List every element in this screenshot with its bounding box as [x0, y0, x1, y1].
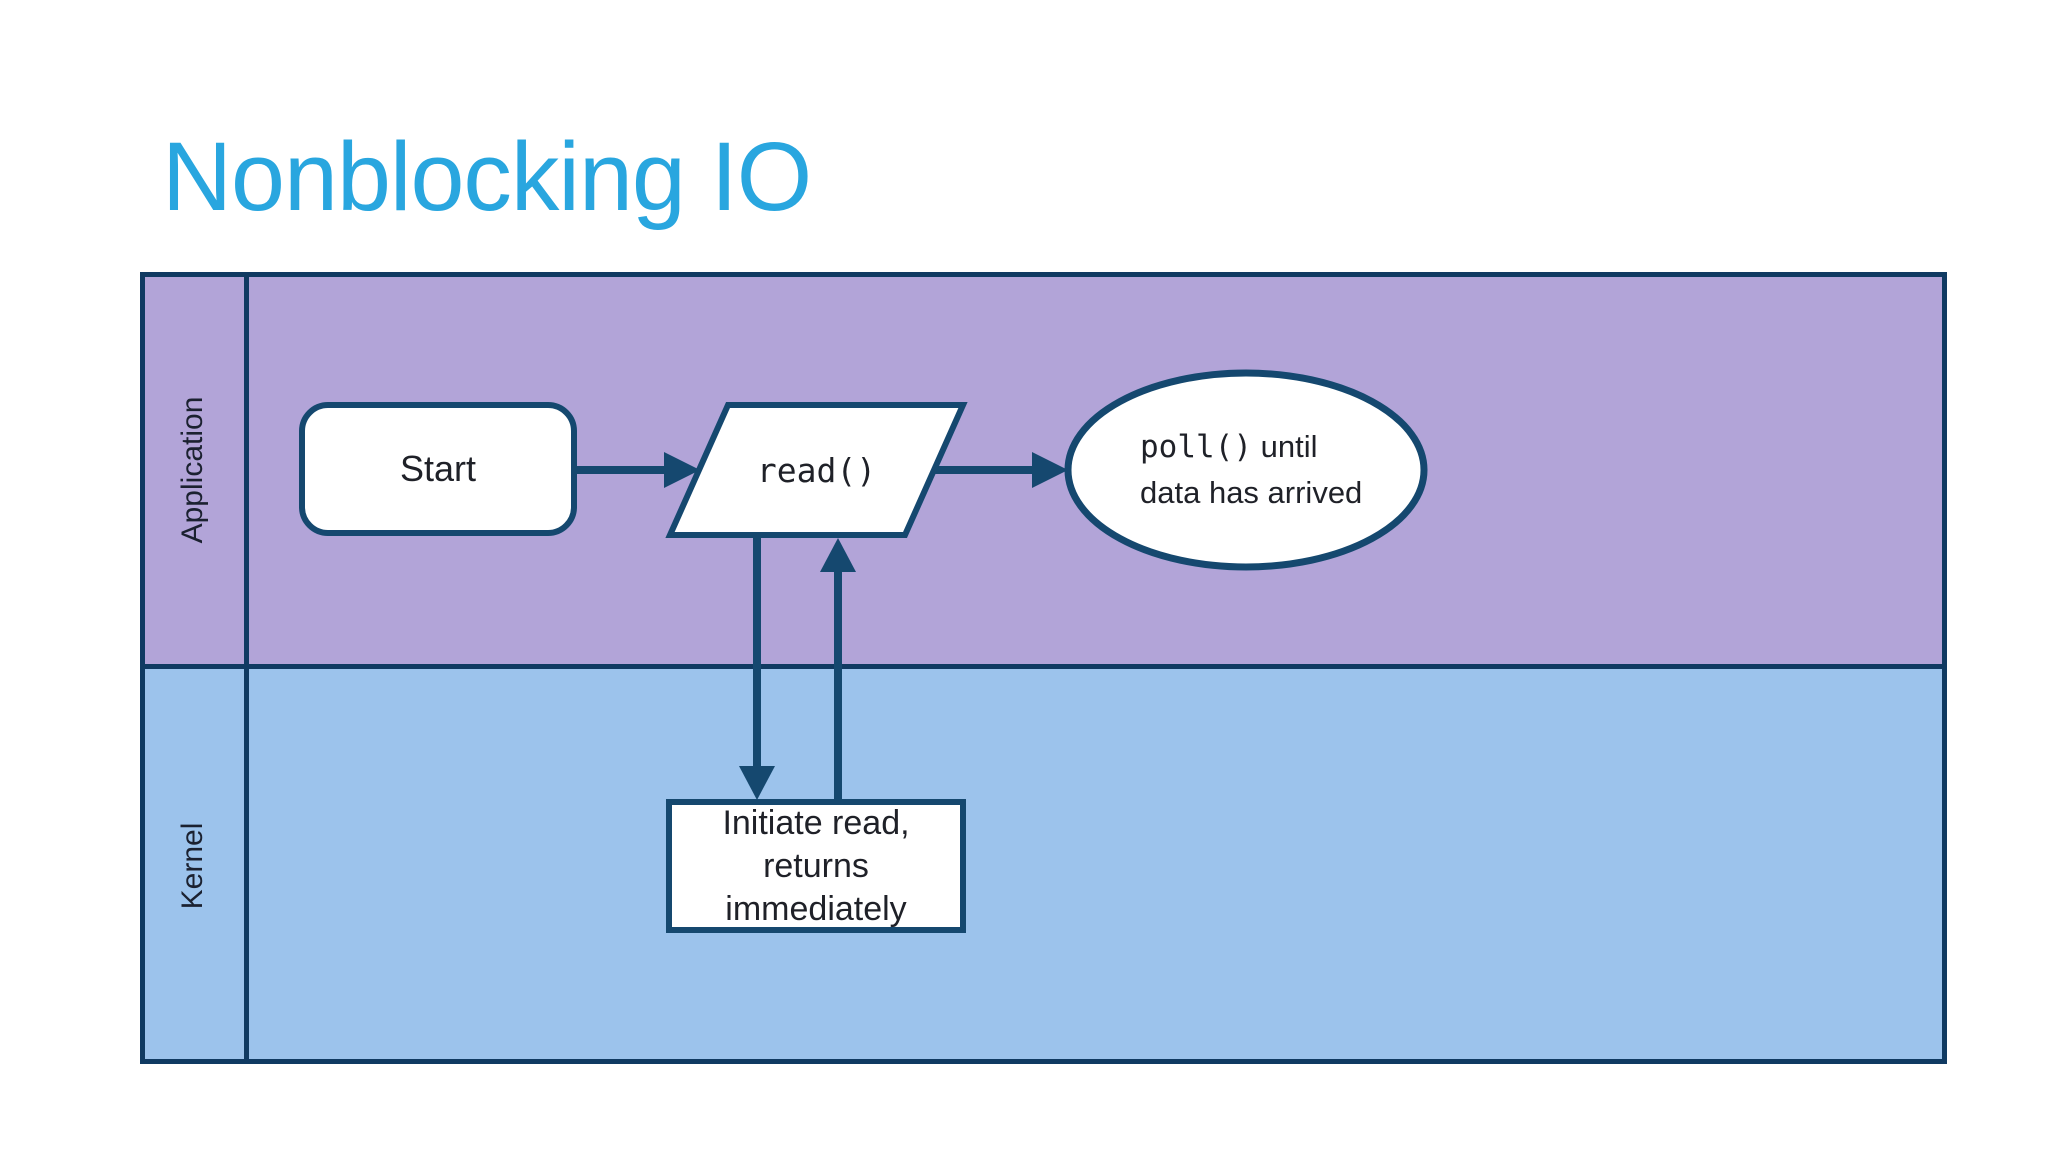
page-title: Nonblocking IO — [162, 122, 812, 231]
arrowhead-read-to-initiate — [739, 766, 775, 800]
lane-kernel — [145, 669, 1942, 1059]
poll-label-line1: poll() until — [1140, 424, 1410, 470]
initiate-rect-shape — [666, 799, 966, 933]
initiate-label-line3: immediately — [725, 889, 907, 928]
arrowhead-start-to-read — [664, 452, 700, 488]
poll-ellipse-shape — [1064, 369, 1428, 571]
start-node-label: Start — [399, 448, 477, 489]
initiate-node-label: Initiate read, returns immediately — [669, 802, 963, 930]
initiate-label-line2: returns — [763, 846, 869, 885]
read-node-label: read() — [756, 450, 877, 490]
poll-code-text: poll() — [1140, 429, 1252, 465]
poll-label-line2: data has arrived — [1140, 475, 1363, 510]
swimlane-frame — [140, 272, 1947, 1064]
poll-until-text: until — [1251, 429, 1318, 464]
poll-node-label: poll() until data has arrived — [1140, 424, 1410, 516]
arrowhead-read-to-poll — [1032, 452, 1068, 488]
initiate-label-line1: Initiate read, — [722, 803, 910, 842]
read-parallelogram-shape — [665, 402, 968, 538]
lane-label-divider — [244, 277, 249, 1059]
arrowhead-initiate-to-read — [820, 538, 856, 572]
start-node-shape — [299, 402, 577, 536]
